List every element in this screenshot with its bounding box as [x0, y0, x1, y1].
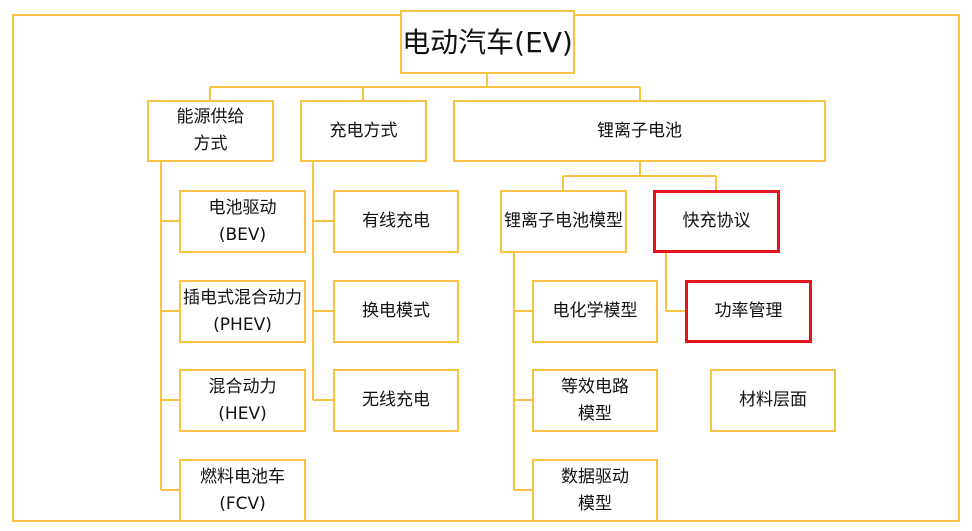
node-power-management: 功率管理 [685, 280, 812, 343]
root-node: 电动汽车(EV) [400, 10, 575, 74]
node-li-ion-battery: 锂离子电池 [453, 100, 826, 162]
node-equivalent-circuit-model: 等效电路 模型 [532, 369, 658, 432]
node-phev: 插电式混合动力 (PHEV) [179, 280, 306, 343]
node-electrochemical-model: 电化学模型 [532, 280, 658, 343]
node-data-driven-model: 数据驱动 模型 [532, 459, 658, 522]
node-energy-supply: 能源供给 方式 [147, 100, 274, 162]
node-wired-charging: 有线充电 [333, 190, 459, 253]
node-hev: 混合动力 (HEV) [179, 369, 306, 432]
node-wireless-charging: 无线充电 [333, 369, 459, 432]
node-battery-model: 锂离子电池模型 [500, 190, 627, 253]
node-fcv: 燃料电池车 (FCV) [179, 459, 306, 522]
node-fast-charge-protocol: 快充协议 [653, 190, 780, 253]
node-charging-method: 充电方式 [300, 100, 427, 162]
node-material-level: 材料层面 [710, 369, 836, 432]
node-bev: 电池驱动 (BEV) [179, 190, 306, 253]
node-battery-swap: 换电模式 [333, 280, 459, 343]
